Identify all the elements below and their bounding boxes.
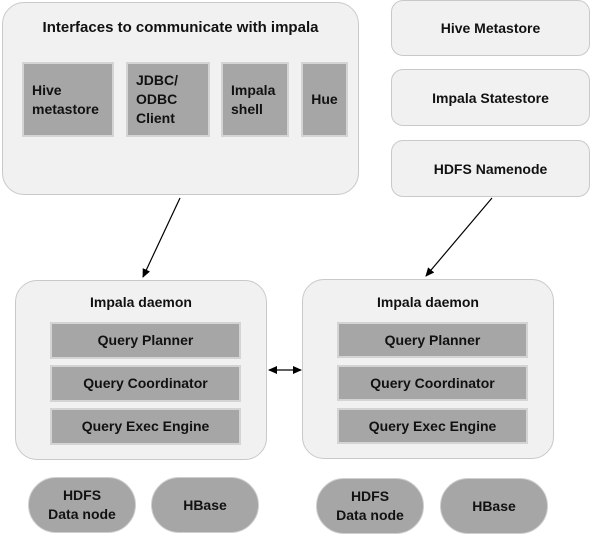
arrow-interfaces-to-daemon-1: [142, 197, 181, 278]
daemon-2-query-planner: Query Planner: [337, 322, 528, 358]
daemon-1-query-planner: Query Planner: [50, 322, 241, 359]
hdfs-data-node-1: HDFS Data node: [28, 477, 136, 533]
impala-daemon-2-title: Impala daemon: [377, 294, 479, 310]
interfaces-title: Interfaces to communicate with impala: [42, 19, 319, 36]
interface-hue: Hue: [301, 62, 348, 137]
daemon-1-query-exec-engine: Query Exec Engine: [50, 408, 241, 445]
daemon-2-query-coordinator: Query Coordinator: [337, 365, 528, 401]
daemon-1-query-coordinator: Query Coordinator: [50, 365, 241, 402]
interface-hive-metastore: Hive metastore: [22, 62, 114, 137]
hbase-2: HBase: [440, 478, 548, 534]
hive-metastore-service: Hive Metastore: [391, 0, 590, 56]
hdfs-data-node-2: HDFS Data node: [316, 478, 424, 534]
impala-daemon-1-title: Impala daemon: [90, 294, 192, 310]
arrow-namenode-to-daemon-2: [425, 197, 493, 277]
interface-jdbc-odbc-client: JDBC/ ODBC Client: [126, 62, 210, 137]
hdfs-namenode-service: HDFS Namenode: [391, 140, 590, 197]
impala-statestore-service: Impala Statestore: [391, 69, 590, 126]
interface-impala-shell: Impala shell: [221, 62, 289, 137]
daemon-2-query-exec-engine: Query Exec Engine: [337, 408, 528, 444]
hbase-1: HBase: [151, 477, 259, 533]
